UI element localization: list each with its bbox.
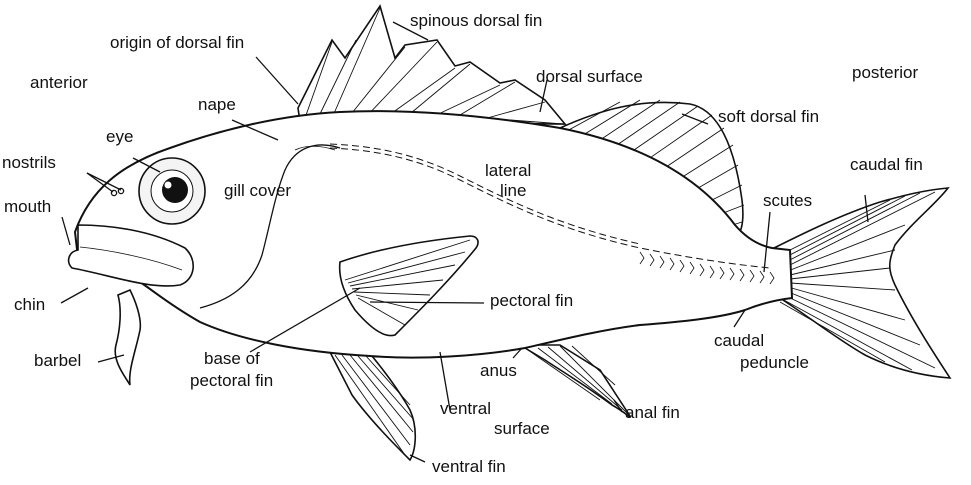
label-lateral-line-2: line [500, 181, 526, 200]
label-nostrils: nostrils [2, 153, 56, 172]
label-caudal-peduncle-2: peduncle [740, 353, 809, 372]
eye-pupil [162, 177, 188, 203]
label-origin-of-dorsal-fin: origin of dorsal fin [110, 33, 244, 52]
label-eye: eye [106, 127, 133, 146]
label-dorsal-surface: dorsal surface [536, 67, 643, 86]
label-lateral-line-1: lateral [485, 161, 531, 180]
label-anterior: anterior [30, 73, 88, 92]
label-soft-dorsal-fin: soft dorsal fin [718, 107, 819, 126]
label-scutes: scutes [763, 191, 812, 210]
label-gill-cover: gill cover [224, 181, 291, 200]
label-ventral-surface-2: surface [494, 419, 550, 438]
label-ventral-surface-1: ventral [440, 399, 491, 418]
label-mouth: mouth [4, 197, 51, 216]
barbel [115, 290, 140, 385]
label-anal-fin: anal fin [625, 403, 680, 422]
label-ventral-fin: ventral fin [432, 457, 506, 476]
label-barbel: barbel [34, 351, 81, 370]
label-caudal-peduncle-1: caudal [714, 331, 764, 350]
label-nape: nape [198, 95, 236, 114]
label-posterior: posterior [852, 63, 918, 82]
label-caudal-fin: caudal fin [850, 155, 923, 174]
label-pectoral-fin: pectoral fin [490, 291, 573, 310]
label-chin: chin [14, 295, 45, 314]
ventral-fin [330, 352, 415, 460]
label-base-of-pectoral-fin-2: pectoral fin [190, 371, 273, 390]
label-base-of-pectoral-fin-1: base of [204, 349, 260, 368]
label-spinous-dorsal-fin: spinous dorsal fin [410, 11, 542, 30]
label-anus: anus [480, 361, 517, 380]
caudal-fin [770, 188, 950, 378]
